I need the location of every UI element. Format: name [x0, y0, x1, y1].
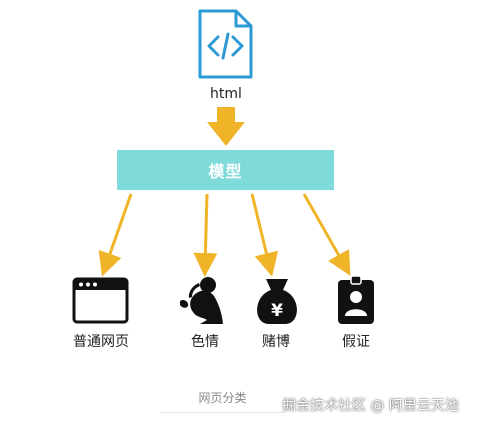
arrow-to-fake-id [302, 193, 351, 276]
category-label-porn: 色情 [191, 334, 219, 350]
arrow-to-porn [193, 193, 218, 277]
arrow-to-gambling [250, 193, 279, 277]
model-box: 模型 [117, 150, 334, 190]
watermark: 掘金技术社区 @ 阿里云天池 [282, 398, 459, 414]
arrow-to-normal [98, 193, 133, 277]
source-label: html [210, 86, 242, 102]
id-badge-icon [338, 275, 374, 324]
figure-caption: 网页分类 [160, 389, 285, 413]
money-bag-icon: ¥ [257, 279, 297, 324]
branch-arrows [98, 193, 351, 277]
svg-text:¥: ¥ [271, 301, 283, 321]
category-label-fake-id: 假证 [342, 334, 370, 350]
down-arrow-icon [207, 107, 245, 146]
category-label-gambling: 赌博 [262, 334, 290, 350]
silhouette-figure-icon [180, 277, 223, 324]
browser-window-icon [72, 277, 129, 324]
category-label-normal: 普通网页 [73, 334, 129, 350]
code-file-icon [198, 9, 253, 79]
